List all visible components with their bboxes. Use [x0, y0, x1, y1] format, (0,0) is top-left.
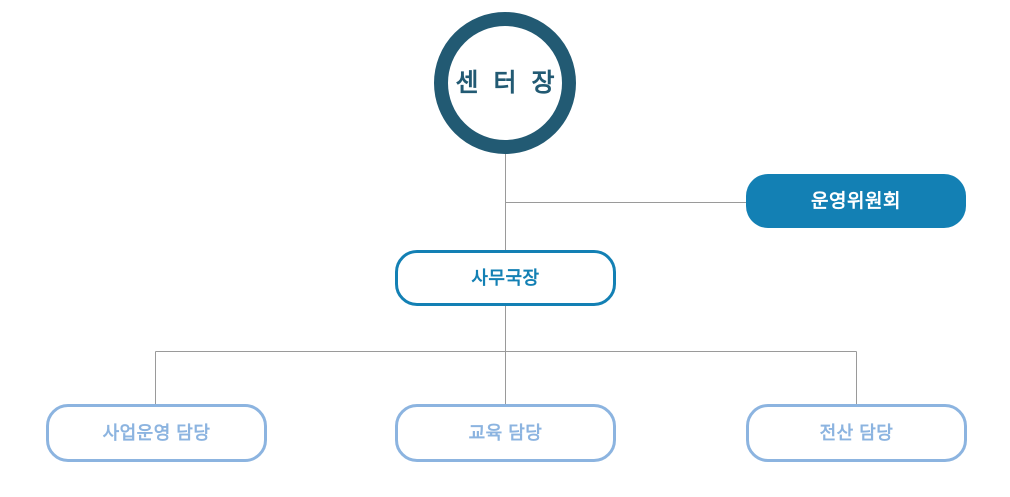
node-center-director-label: 센 터 장 [455, 68, 559, 97]
node-team-computing-label: 전산 담당 [819, 423, 894, 443]
node-team-business-operations[interactable]: 사업운영 담당 [46, 404, 267, 462]
node-team-computing[interactable]: 전산 담당 [746, 404, 967, 462]
node-steering-committee[interactable]: 운영위원회 [746, 174, 966, 228]
node-secretary-general[interactable]: 사무국장 [395, 250, 616, 306]
node-center-director[interactable]: 센 터 장 [434, 12, 576, 154]
node-steering-committee-label: 운영위원회 [811, 190, 901, 212]
node-secretary-general-label: 사무국장 [471, 268, 540, 288]
node-team-education[interactable]: 교육 담당 [395, 404, 616, 462]
node-team-business-operations-label: 사업운영 담당 [102, 423, 211, 443]
node-team-education-label: 교육 담당 [468, 423, 543, 443]
